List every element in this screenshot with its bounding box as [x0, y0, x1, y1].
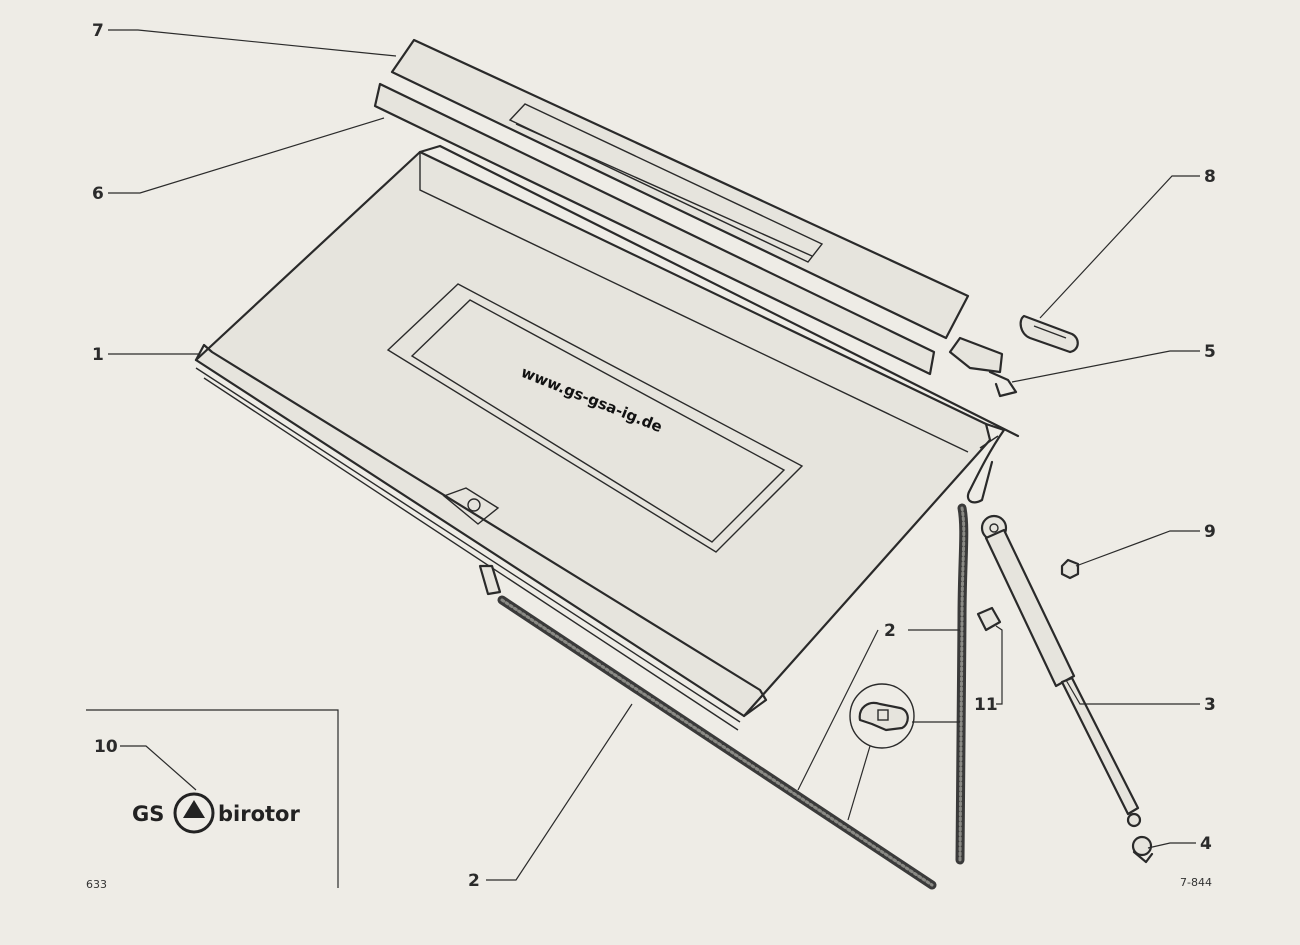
- callout-6: 6: [92, 184, 104, 204]
- logo-birotor-text: birotor: [218, 802, 300, 826]
- callout-8: 8: [1204, 167, 1216, 187]
- part-3-gas-strut: [980, 514, 1142, 828]
- part-11-clip: [976, 606, 1002, 632]
- drawing-reference: 7-844: [1180, 876, 1212, 889]
- callout-7: 7: [92, 21, 104, 41]
- logo-box: [86, 709, 339, 888]
- part-7-trim-strip: [390, 38, 970, 340]
- callout-3: 3: [1204, 695, 1216, 715]
- part-1-lid-panel: [194, 144, 1020, 731]
- part-4-ball-socket: [1131, 835, 1154, 864]
- rotor-triangle-icon: [183, 800, 205, 818]
- callout-2-right: 2: [884, 621, 896, 641]
- gs-birotor-logo: GS birotor: [132, 792, 300, 834]
- part-5-hinge-plate: [948, 336, 1018, 398]
- callout-10: 10: [94, 737, 118, 757]
- callout-11: 11: [974, 695, 998, 715]
- leader-lines: [108, 29, 1200, 881]
- callout-9: 9: [1204, 522, 1216, 542]
- seal-profile-detail: [849, 683, 915, 749]
- part-8-bracket: [1019, 314, 1079, 354]
- callout-5: 5: [1204, 342, 1216, 362]
- part-2-seal-vertical: [955, 503, 969, 865]
- page-number: 633: [86, 878, 107, 891]
- callout-1: 1: [92, 345, 104, 365]
- callout-2-bottom: 2: [468, 871, 480, 891]
- logo-gs-text: GS: [132, 802, 164, 826]
- part-6-channel-rail: [373, 82, 936, 376]
- part-9-nut: [1060, 558, 1080, 580]
- part-2-seal-long: [497, 595, 937, 890]
- callout-4: 4: [1200, 834, 1212, 854]
